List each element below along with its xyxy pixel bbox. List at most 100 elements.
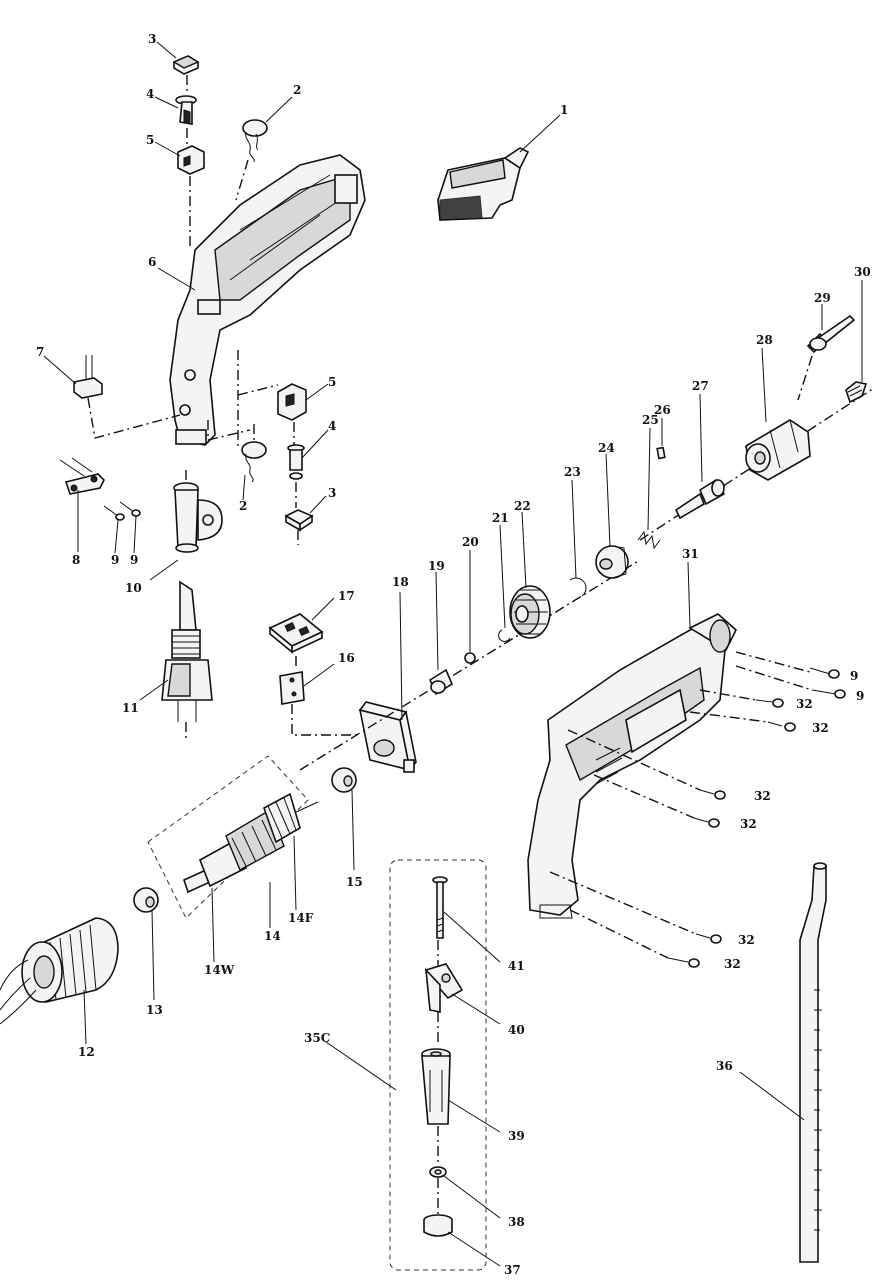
label-18: 18 bbox=[392, 575, 409, 589]
label-4: 4 bbox=[328, 419, 336, 433]
leader-mid-dashes bbox=[207, 350, 279, 450]
label-35C: 35C bbox=[304, 1031, 330, 1045]
part-26-key bbox=[656, 418, 666, 460]
part-9-screws-right bbox=[735, 651, 846, 699]
label-15: 15 bbox=[346, 875, 363, 889]
part-18-bearing-plate bbox=[358, 591, 417, 773]
part-19-shaft-sleeve bbox=[428, 571, 454, 696]
part-4-button-top bbox=[154, 95, 197, 125]
label-5: 5 bbox=[146, 133, 154, 147]
part-38-washer bbox=[429, 1166, 501, 1219]
part-4-button-lower bbox=[287, 422, 329, 480]
label-25: 25 bbox=[642, 413, 659, 427]
part-28-chuck bbox=[745, 347, 811, 481]
label-4: 4 bbox=[146, 87, 154, 101]
label-9: 9 bbox=[111, 553, 119, 567]
label-14W: 14W bbox=[204, 963, 235, 977]
part-17-brush-holder bbox=[268, 597, 335, 670]
label-39: 39 bbox=[508, 1129, 525, 1143]
label-32: 32 bbox=[754, 789, 771, 803]
label-17: 17 bbox=[338, 589, 355, 603]
label-32: 32 bbox=[740, 817, 757, 831]
part-22-gear bbox=[509, 511, 551, 639]
label-11: 11 bbox=[122, 701, 139, 715]
label-16: 16 bbox=[338, 651, 355, 665]
label-2: 2 bbox=[239, 499, 247, 513]
label-20: 20 bbox=[462, 535, 479, 549]
label-38: 38 bbox=[508, 1215, 525, 1229]
part-9-screws-left bbox=[103, 501, 141, 554]
label-5: 5 bbox=[328, 375, 336, 389]
part-14-armature bbox=[147, 755, 319, 963]
label-14: 14 bbox=[264, 929, 281, 943]
label-13: 13 bbox=[146, 1003, 163, 1017]
part-2-clip-top bbox=[235, 96, 293, 201]
label-26: 26 bbox=[654, 403, 671, 417]
label-2: 2 bbox=[293, 83, 301, 97]
part-41-bolt bbox=[432, 876, 501, 963]
label-22: 22 bbox=[514, 499, 531, 513]
label-24: 24 bbox=[598, 441, 615, 455]
part-labels: 1 2 2 3 3 4 4 5 5 6 7 8 9 9 9 9 10 11 12… bbox=[36, 32, 871, 1277]
part-25-spring bbox=[637, 427, 661, 550]
label-36: 36 bbox=[716, 1059, 733, 1073]
label-6: 6 bbox=[148, 255, 156, 269]
part-10-cord-guard bbox=[149, 470, 223, 581]
leader-top-stack bbox=[186, 75, 191, 250]
part-32-screws bbox=[549, 689, 796, 968]
part-30-screw bbox=[845, 280, 868, 404]
part-31-housing-assembly bbox=[527, 561, 737, 919]
part-20-ring bbox=[464, 550, 476, 664]
part-5-block-lower bbox=[277, 383, 329, 421]
part-11-power-plug bbox=[139, 580, 213, 742]
label-32: 32 bbox=[724, 957, 741, 971]
label-9: 9 bbox=[850, 669, 858, 683]
part-8-cord-clamp bbox=[59, 457, 105, 552]
label-3: 3 bbox=[148, 32, 156, 46]
label-28: 28 bbox=[756, 333, 773, 347]
label-41: 41 bbox=[508, 959, 525, 973]
part-13-bearing bbox=[133, 887, 159, 1001]
label-9: 9 bbox=[856, 689, 864, 703]
part-24-bearing bbox=[595, 453, 629, 579]
label-19: 19 bbox=[428, 559, 445, 573]
part-1-trigger-switch bbox=[437, 114, 561, 221]
label-32: 32 bbox=[796, 697, 813, 711]
label-29: 29 bbox=[814, 291, 831, 305]
label-37: 37 bbox=[504, 1263, 521, 1277]
part-7-connector bbox=[43, 355, 181, 439]
label-32: 32 bbox=[812, 721, 829, 735]
label-31: 31 bbox=[682, 547, 699, 561]
label-7: 7 bbox=[36, 345, 44, 359]
part-15-bearing bbox=[331, 767, 357, 871]
label-30: 30 bbox=[854, 265, 871, 279]
part-36-depth-rod bbox=[739, 862, 827, 1263]
part-3-cap-lower bbox=[284, 482, 327, 545]
label-10: 10 bbox=[125, 581, 142, 595]
label-23: 23 bbox=[564, 465, 581, 479]
label-21: 21 bbox=[492, 511, 509, 525]
part-40-clamp-band bbox=[424, 963, 501, 1025]
label-9: 9 bbox=[130, 553, 138, 567]
label-27: 27 bbox=[692, 379, 709, 393]
part-6-housing-half bbox=[157, 154, 366, 446]
part-3-cap-top bbox=[156, 41, 200, 75]
part-21-circlip bbox=[498, 524, 511, 642]
label-14F: 14F bbox=[288, 911, 314, 925]
label-12: 12 bbox=[78, 1045, 95, 1059]
label-1: 1 bbox=[560, 103, 568, 117]
label-3: 3 bbox=[328, 486, 336, 500]
part-39-handle-grip bbox=[421, 1048, 501, 1133]
axis-gear-train bbox=[299, 559, 641, 771]
part-16-brush-plate bbox=[279, 663, 360, 736]
part-12-stator bbox=[0, 917, 119, 1045]
part-37-end-cap bbox=[423, 1214, 501, 1267]
part-35C-aux-handle-group bbox=[325, 859, 487, 1271]
part-23-retaining-ring bbox=[569, 479, 587, 597]
label-8: 8 bbox=[72, 553, 80, 567]
part-2-clip-lower bbox=[241, 424, 267, 501]
label-40: 40 bbox=[508, 1023, 525, 1037]
label-32: 32 bbox=[738, 933, 755, 947]
part-27-spindle bbox=[674, 393, 726, 520]
